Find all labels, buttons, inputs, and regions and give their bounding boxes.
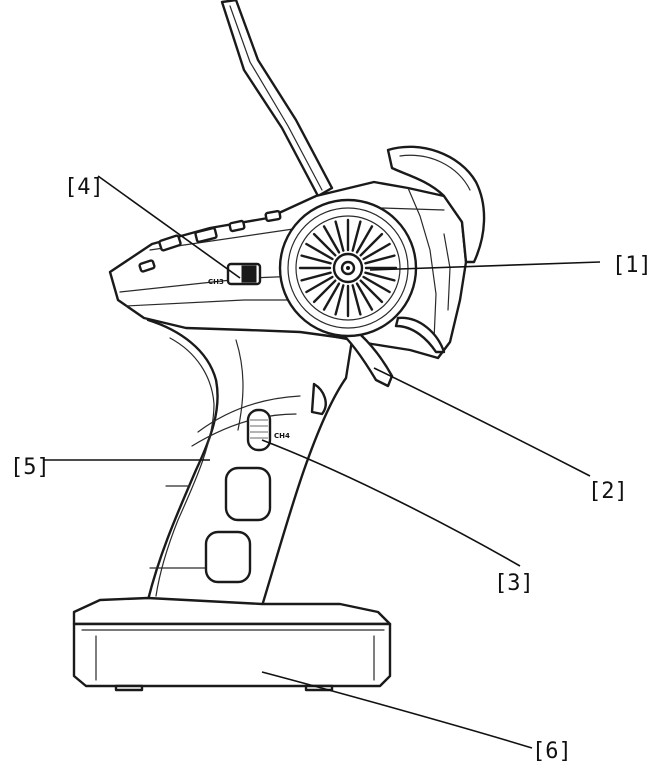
callout-3: [3]: [494, 571, 534, 596]
leader-lines: [44, 175, 601, 749]
ch3-label: CH3: [208, 278, 224, 286]
wheel-spoke: [322, 282, 341, 311]
grip-handle: [146, 318, 354, 608]
wheel-spoke: [355, 282, 374, 311]
wheel-spoke: [300, 254, 332, 265]
callout-5: [5]: [10, 455, 50, 480]
wheel-spoke: [351, 284, 362, 316]
wheel-spoke: [300, 271, 332, 282]
wheel-spoke: [362, 242, 391, 261]
ch4-knob: CH4: [246, 408, 290, 452]
steering-wheel: [278, 198, 418, 338]
finger-groove-lower: [204, 530, 252, 584]
wheel-spoke: [355, 225, 374, 254]
wheel-spoke: [359, 232, 384, 257]
ch4-label: CH4: [274, 432, 290, 440]
callout-2: [2]: [588, 479, 628, 504]
wheel-spoke: [312, 279, 337, 304]
wheel-spoke: [362, 275, 391, 294]
wheel-spoke: [351, 220, 362, 252]
finger-groove-upper: [224, 466, 272, 522]
wheel-spoke: [364, 271, 396, 282]
base: [72, 596, 392, 692]
callout-1: [1]: [612, 253, 652, 278]
wheel-spoke: [305, 275, 334, 294]
wheel-spoke: [359, 279, 384, 304]
right-guard: [386, 145, 486, 264]
wheel-spoke: [322, 225, 341, 254]
callout-6: [6]: [532, 739, 572, 764]
wheel-spoke: [364, 254, 396, 265]
wheel-spoke: [305, 242, 334, 261]
wheel-spoke: [334, 220, 345, 252]
callout-4: [4]: [64, 175, 104, 200]
wheel-spoke: [334, 284, 345, 316]
antenna: [220, 0, 334, 198]
wheel-spoke: [312, 232, 337, 257]
